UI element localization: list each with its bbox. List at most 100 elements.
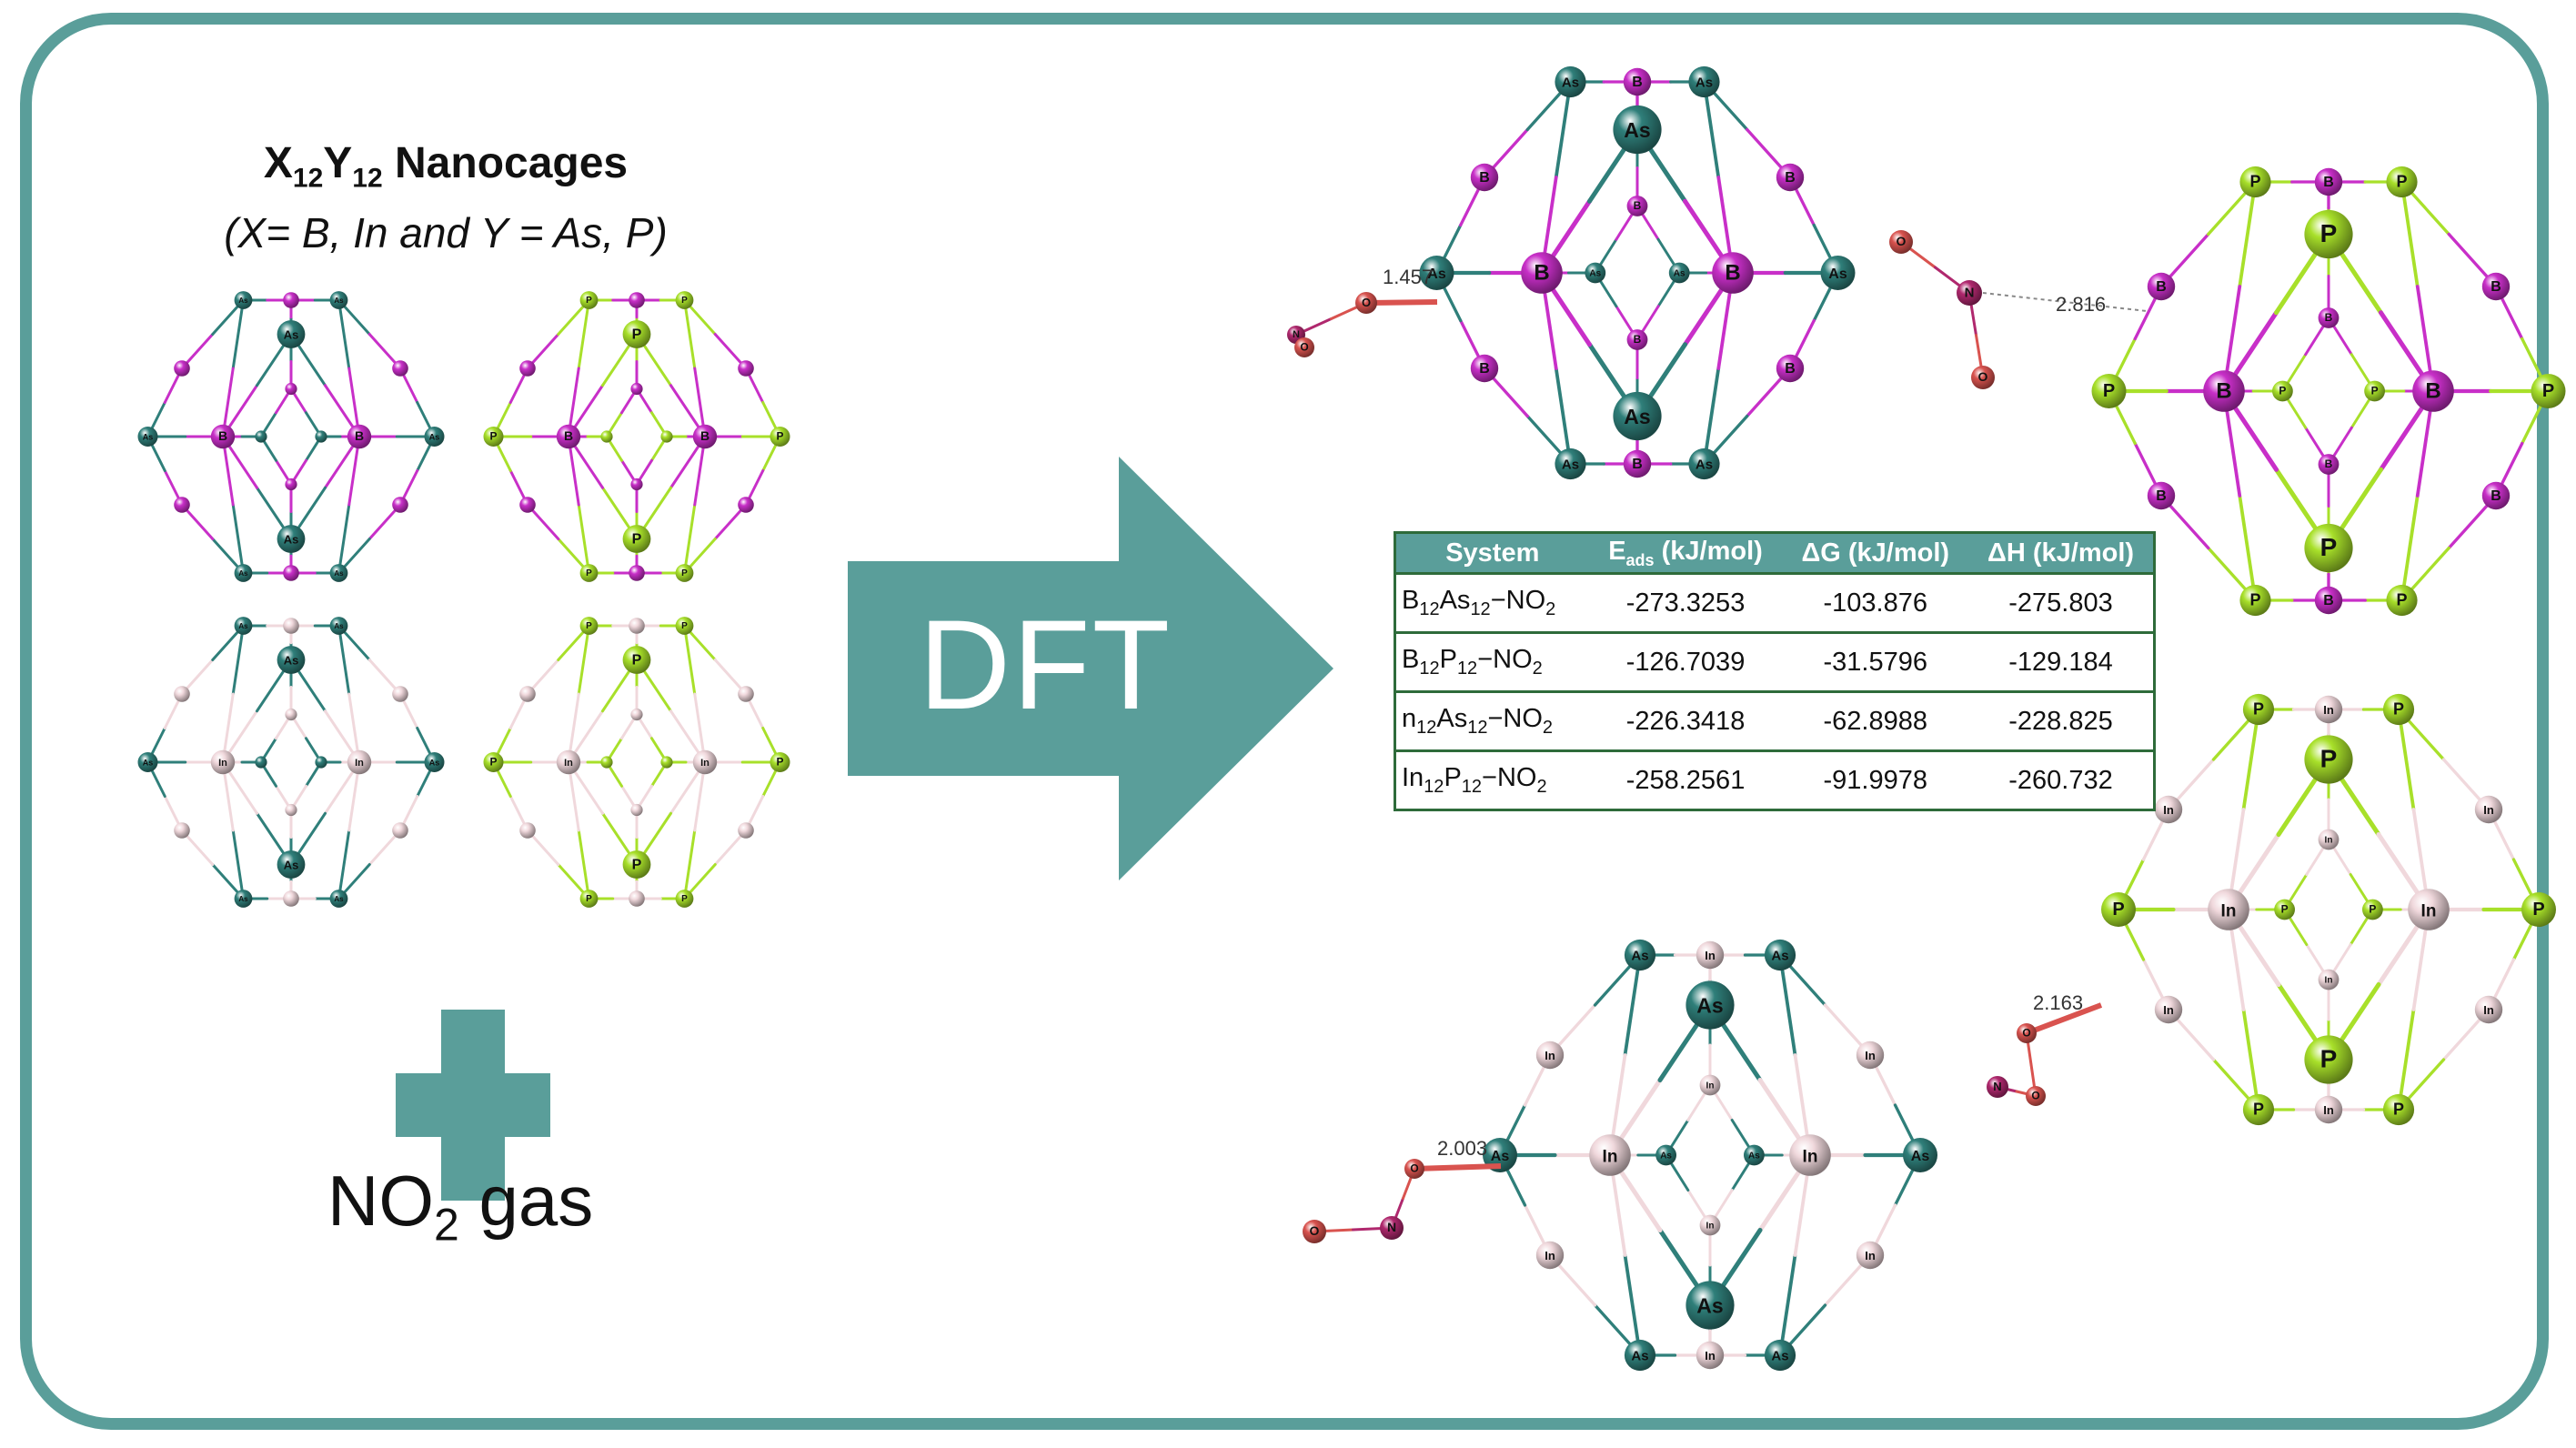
svg-text:P: P [2279,385,2286,397]
boron-atom [285,478,297,491]
boron-atom: B [1623,449,1652,478]
indium-atom: In [1699,1214,1721,1236]
svg-text:In: In [1603,1147,1618,1166]
arsenic-atom: As [234,564,253,582]
svg-text:As: As [284,858,299,871]
indium-atom [283,890,299,907]
svg-text:O: O [2031,1090,2039,1102]
svg-text:P: P [776,430,783,443]
svg-text:N: N [1993,1080,2001,1093]
phosphorus-atom: P [2274,899,2296,920]
boron-atom: B [692,424,718,449]
svg-text:As: As [284,327,299,341]
svg-text:O: O [1978,369,1988,384]
results-table: System Eads (kJ/mol) ΔG (kJ/mol) ΔH (kJ/… [1394,531,2156,811]
svg-text:As: As [143,759,154,768]
arsenic-atom: As [1744,1144,1765,1166]
arsenic-atom: As [1555,65,1586,98]
svg-text:In: In [1545,1049,1555,1062]
phosphorus-atom: P [675,564,694,582]
bond [2397,1008,2416,1111]
indium-atom: In [2474,995,2503,1024]
svg-text:P: P [489,430,497,443]
svg-text:B: B [564,428,573,443]
phosphorus-atom: P [2242,693,2275,726]
svg-text:As: As [1589,269,1601,279]
distance-label: 2.163 [2033,991,2083,1014]
svg-text:As: As [238,569,248,578]
bond [1702,80,1721,179]
svg-text:P: P [489,756,497,769]
svg-text:In: In [2221,901,2237,920]
boron-atom [392,360,408,377]
svg-text:P: P [681,621,688,631]
bond [2241,708,2260,811]
bond [337,624,351,696]
svg-text:P: P [2320,219,2338,247]
nitrogen-atom: N [1987,1076,2008,1098]
svg-text:P: P [2249,172,2260,190]
indium-atom [174,686,190,702]
boron-atom: B [1470,354,1499,383]
svg-text:B: B [1479,361,1490,377]
bond [231,503,245,575]
svg-text:In: In [2325,976,2333,986]
bond [1778,1253,1797,1357]
svg-text:As: As [1624,118,1650,142]
svg-text:B: B [2156,488,2167,504]
boron-atom: B [556,424,581,449]
boron-atom: B [1623,67,1652,96]
title-block: X12Y12 Nanocages (X= B, In and Y = As, P… [155,136,737,259]
oxygen-atom: O [1355,292,1377,314]
svg-text:In: In [1705,1349,1716,1363]
svg-text:B: B [700,428,709,443]
indium-atom: In [1856,1041,1885,1070]
phosphorus-atom: P [2386,584,2418,617]
indium-atom: In [210,749,236,775]
svg-text:P: P [2320,533,2338,561]
phosphorus-atom: P [2386,166,2418,198]
bond [2397,708,2416,811]
boron-atom [630,478,643,491]
phosphorus-atom: P [2239,166,2271,198]
oxygen-atom: O [1303,1220,1326,1243]
phosphorus-atom: P [770,427,790,447]
indium-atom [629,890,645,907]
svg-text:B: B [1632,457,1643,472]
arsenic-atom: As [277,646,306,674]
arsenic-atom: As [1688,65,1720,98]
table-row: n12As12−NO2 -226.3418 -62.8988 -228.825 [1394,690,2155,751]
cell-system: B12As12−NO2 [1394,572,1589,633]
svg-text:P: P [2281,903,2289,916]
cell-dh: -260.732 [1968,749,2155,810]
bond [1778,953,1797,1057]
boron-atom: B [1626,329,1648,350]
indium-atom: In [1535,1241,1565,1270]
svg-text:In: In [1545,1249,1555,1262]
indium-atom: In [692,749,718,775]
svg-text:P: P [632,327,642,342]
arsenic-atom: As [277,320,306,348]
svg-text:P: P [586,568,592,578]
bond [1623,953,1642,1057]
arsenic-atom: As [424,752,445,772]
arsenic-atom: As [329,617,348,635]
distance-label: 1.457 [1383,266,1433,288]
phosphorus-atom: P [622,646,651,674]
phosphorus-atom: P [2382,1093,2415,1126]
svg-text:P: P [2532,900,2544,920]
svg-text:In: In [1705,949,1716,962]
phosphorus-atom: P [2304,209,2353,259]
col-header-eads: Eads (kJ/mol) [1588,532,1783,574]
svg-text:As: As [1696,457,1713,472]
boron-atom [519,360,536,377]
svg-text:P: P [2396,172,2407,190]
svg-text:In: In [2421,901,2437,920]
oxygen-atom: O [1971,366,1995,389]
phosphorus-atom: P [2304,735,2353,784]
boron-atom: B [2147,272,2176,301]
